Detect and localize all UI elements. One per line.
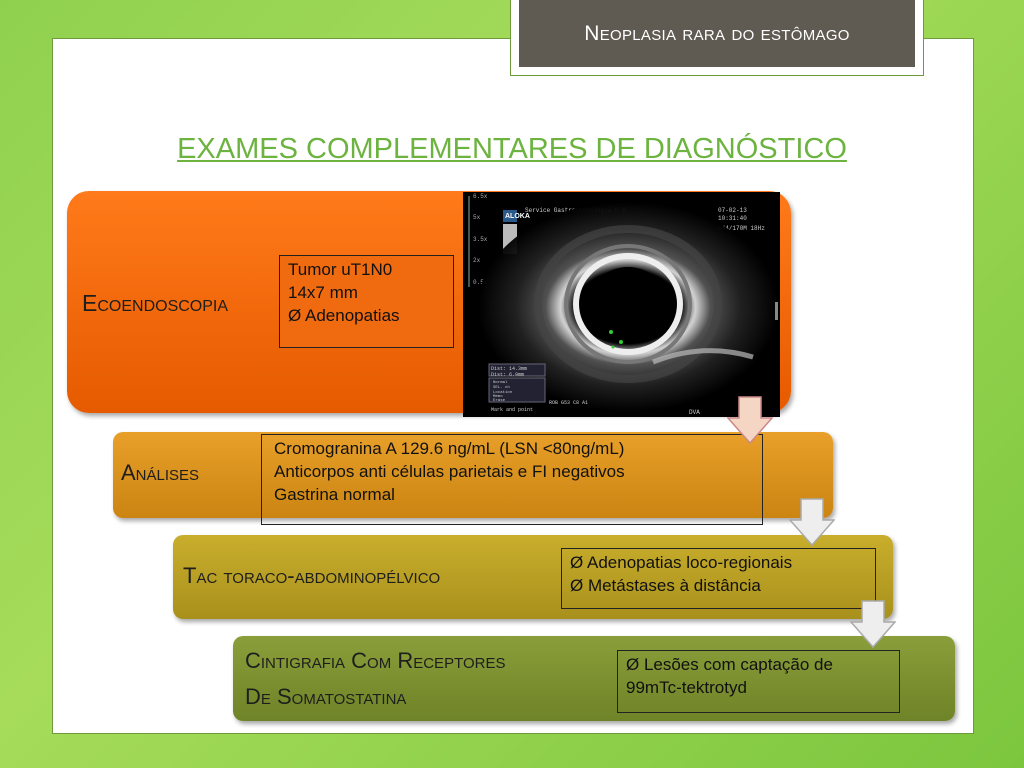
- us-footer-left: Mark and point: [491, 407, 533, 413]
- scale-label: 3.5x: [473, 236, 488, 243]
- us-menu-item: Normal: [493, 380, 508, 385]
- step-label-cintigrafia-line2: De Somatostatina: [245, 684, 407, 709]
- us-freq: 144/170M 18Hz: [718, 225, 765, 232]
- us-menu-item: SEL. ch: [493, 385, 510, 390]
- detail-box-cintigrafia: Ø Lesões com captação de 99mTc-tektrotyd: [617, 650, 900, 713]
- us-measure: Dist: 14.3mm: [491, 366, 527, 372]
- step-bar-tac: [173, 535, 893, 619]
- detail-line: Cromogranina A 129.6 ng/mL (LSN <80ng/mL…: [274, 439, 625, 458]
- step-bar-analises: [113, 432, 833, 518]
- scale-label: 0.5x: [473, 279, 488, 286]
- scale-label: 6.5x: [473, 193, 488, 200]
- ultrasound-image: 6.5x 5x 3.5x 2x 0.5x ALOKA Service Gastr…: [463, 192, 780, 417]
- us-date: 07-02-13: [718, 207, 747, 214]
- us-time: 10:31:40: [718, 215, 747, 222]
- detail-line: Ø Adenopatias loco-regionais: [570, 553, 793, 572]
- us-menu-item: Erase: [493, 398, 506, 403]
- us-menu-item: Memo: [493, 395, 503, 399]
- step-label-analises: Análises: [121, 460, 200, 485]
- brand-label: ALOKA: [505, 213, 530, 220]
- detail-line: Ø Adenopatias: [288, 306, 400, 325]
- us-footer-right: DVA: [689, 409, 700, 416]
- detail-box-tac: Ø Adenopatias loco-regionais Ø Metástase…: [561, 548, 876, 609]
- detail-box-analises: Cromogranina A 129.6 ng/mL (LSN <80ng/mL…: [261, 434, 763, 525]
- step-label-cintigrafia-line1: Cintigrafia Com Receptores: [245, 648, 506, 673]
- detail-line: Tumor uT1N0: [288, 260, 393, 279]
- us-menu-item: Location: [493, 390, 513, 395]
- us-footer-mid: ROB G53 C8 A1: [549, 400, 588, 406]
- detail-line: Ø Lesões com captação de: [626, 655, 833, 674]
- detail-line: 14x7 mm: [288, 283, 358, 302]
- detail-line: 99mTc-tektrotyd: [626, 678, 747, 697]
- header-title: Neoplasia rara do estômago: [519, 0, 915, 67]
- ultrasound-svg: 6.5x 5x 3.5x 2x 0.5x ALOKA Service Gastr…: [463, 192, 780, 417]
- scale-label: 2x: [473, 257, 481, 264]
- down-arrow-icon: [727, 396, 773, 444]
- step-label-ecoendoscopia: Ecoendoscopia: [82, 290, 229, 316]
- down-arrow-icon: [850, 600, 896, 648]
- us-measure: Dist: 6.9mm: [491, 372, 524, 378]
- detail-line: Ø Metástases à distância: [570, 576, 761, 595]
- header-tab: Neoplasia rara do estômago: [510, 0, 924, 76]
- detail-box-ecoendoscopia: Tumor uT1N0 14x7 mm Ø Adenopatias: [279, 255, 454, 348]
- down-arrow-icon: [789, 498, 835, 546]
- step-label-tac: Tac toraco-abdominopélvico: [183, 563, 441, 588]
- detail-line: Gastrina normal: [274, 485, 395, 504]
- detail-line: Anticorpos anti células parietais e FI n…: [274, 462, 625, 481]
- scale-label: 5x: [473, 214, 481, 221]
- slide-title: EXAMES COMPLEMENTARES DE DIAGNÓSTICO: [177, 133, 847, 165]
